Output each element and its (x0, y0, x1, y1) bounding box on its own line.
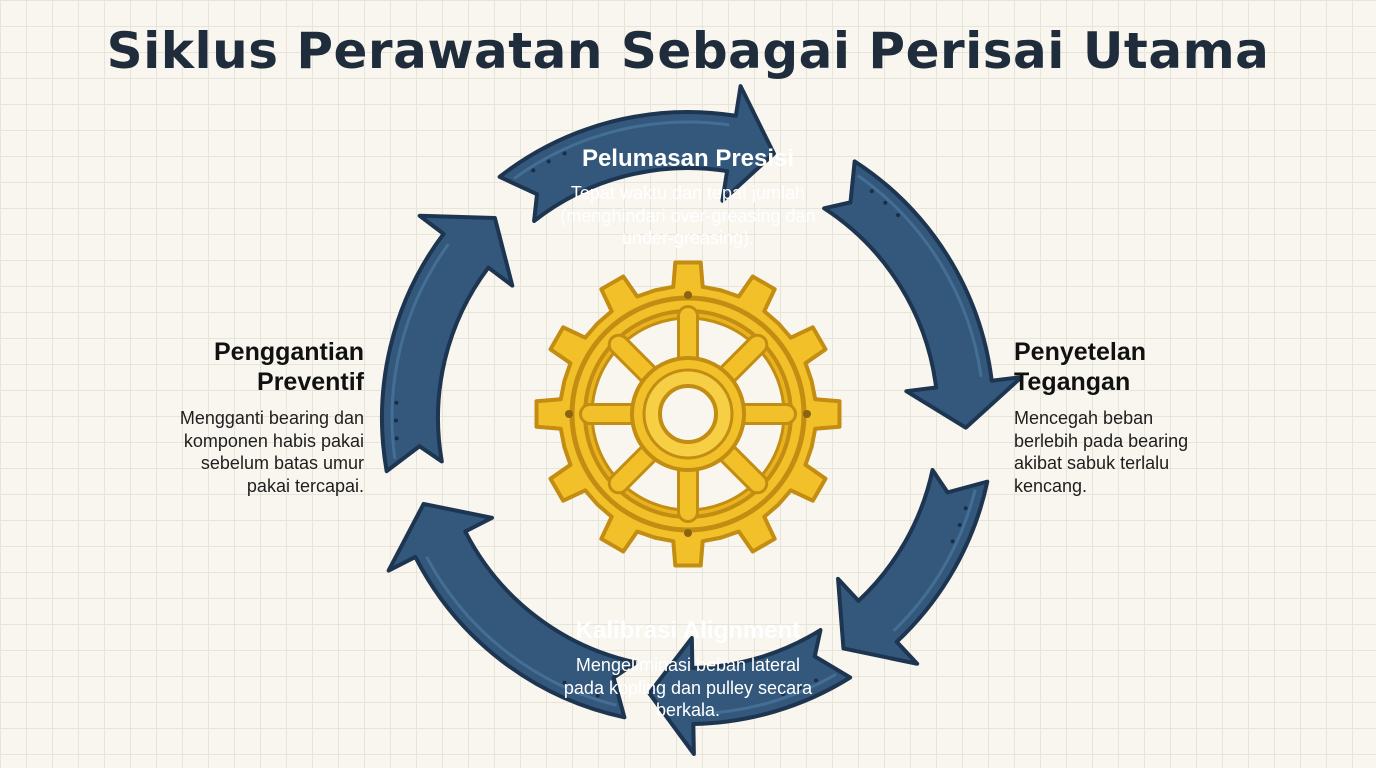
step-description: Tepat waktu dan tepat jumlah (menghindar… (560, 183, 816, 248)
arrow-rivet (546, 159, 551, 164)
arrow-rivet (814, 678, 819, 683)
page-title: Siklus Perawatan Sebagai Perisai Utama (106, 22, 1270, 80)
arrow-rivet (957, 523, 962, 528)
step-heading: Penggantian Preventif (213, 338, 364, 396)
step-heading: Penyetelan Tegangan (1014, 338, 1147, 396)
arrow-highlight (698, 673, 837, 716)
arrow-highlight (390, 243, 450, 460)
arrow-rivet (578, 687, 583, 692)
step-penyetelan: Penyetelan Tegangan Mencegah beban berle… (1014, 337, 1214, 497)
arrow-rivet (562, 680, 567, 685)
step-penggantian: Penggantian Preventif Mengganti bearing … (160, 337, 364, 497)
cycle-arrow-segment (647, 628, 853, 756)
step-pelumasan: Pelumasan Presisi Tepat waktu dan tepat … (548, 144, 828, 250)
arrow-rivet (562, 151, 567, 156)
gear-bolt (803, 410, 811, 418)
arrow-rivet (394, 400, 399, 405)
arrow-highlight (425, 556, 617, 707)
arrow-rivet (781, 692, 786, 697)
arrow-rivet (394, 418, 399, 423)
step-description: Mencegah beban berlebih pada bearing aki… (1014, 408, 1189, 496)
arrow-rivet (797, 685, 802, 690)
arrow-highlight (892, 489, 977, 633)
arrow-rivet (950, 539, 955, 544)
arrow-highlight (513, 120, 730, 180)
step-description: Mengeliminasi beban lateral pada kopling… (563, 655, 813, 720)
arrow-rivet (896, 213, 901, 218)
arrow-rivet (531, 168, 536, 173)
gear-icon (534, 260, 842, 568)
step-heading: Kalibrasi Alignment (575, 617, 801, 644)
cycle-arrow-segment (822, 159, 1024, 430)
cycle-arrows (380, 84, 1024, 756)
cycle-arrow-segment (497, 84, 776, 223)
arrow-rivet (394, 436, 399, 441)
cycle-arrow-segment (836, 467, 990, 666)
arrow-rivet (963, 506, 968, 511)
cycle-arrow-segment (380, 213, 515, 474)
gear-bolt (684, 529, 692, 537)
arrow-rivet (595, 693, 600, 698)
step-heading: Pelumasan Presisi (581, 145, 795, 172)
arrow-rivet (869, 189, 874, 194)
arrow-rivet (883, 200, 888, 205)
step-description: Mengganti bearing dan komponen habis pak… (179, 408, 364, 496)
cycle-arrow-segment (386, 501, 639, 720)
gear-bolt (565, 410, 573, 418)
step-kalibrasi: Kalibrasi Alignment Mengeliminasi beban … (540, 616, 836, 722)
gear-axle-hole (658, 384, 718, 444)
arrow-highlight (856, 174, 983, 378)
gear-bolt (684, 291, 692, 299)
